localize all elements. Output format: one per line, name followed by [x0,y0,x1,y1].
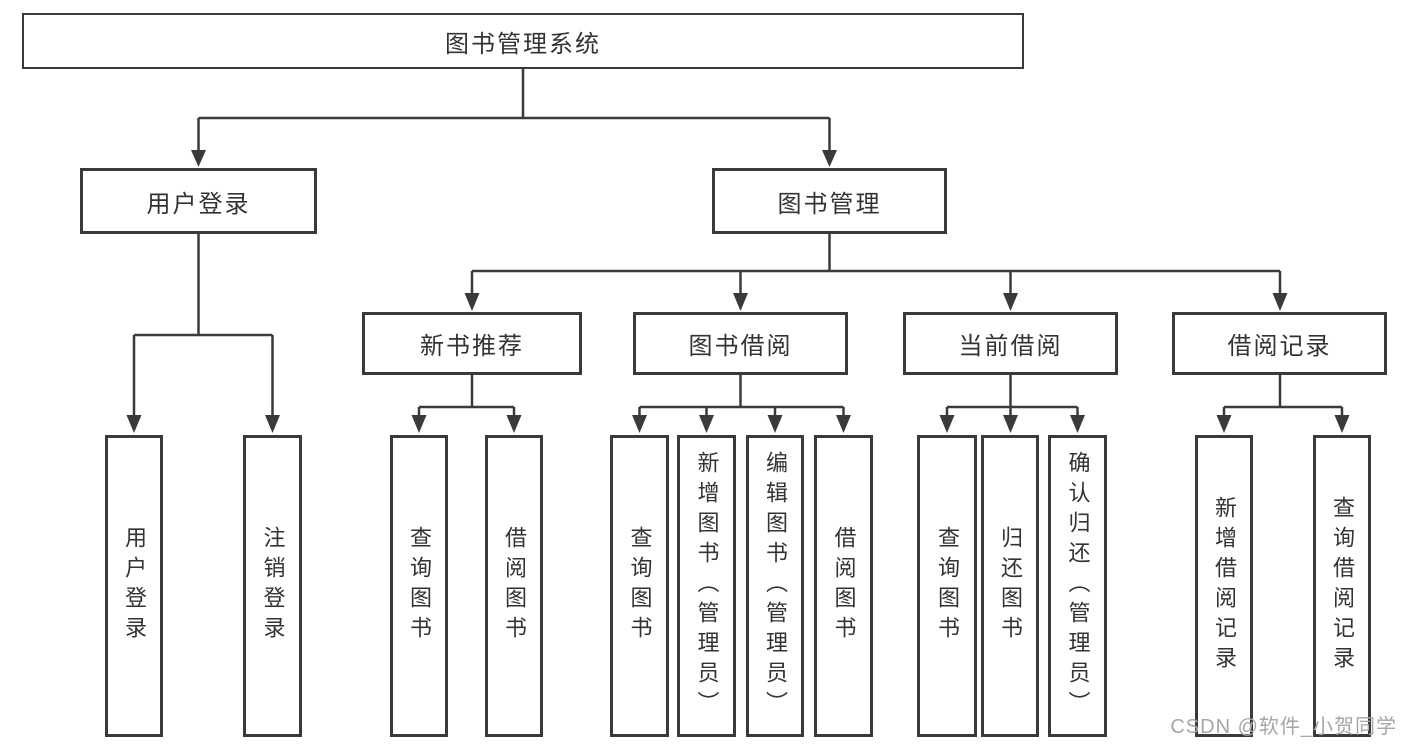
arrow-down-icon [836,415,851,433]
leaf-query-borrow-record: 查询借阅记录 [1313,435,1371,737]
arrow-down-icon [191,150,206,167]
leaf-borrow-books-recommend: 借阅图书 [485,435,543,737]
leaf-logout: 注销登录 [243,435,302,737]
leaf-edit-book-admin: 编辑图书（管理员） [746,435,804,737]
arrow-down-icon [767,415,783,433]
node-user-login-branch: 用户登录 [80,168,317,234]
leaf-add-book-admin: 新增图书（管理员） [677,435,736,737]
leaf-label: 新增借阅记录 [1212,496,1237,676]
leaf-label: 查询图书 [935,526,960,646]
arrow-down-icon [506,415,522,433]
node-current-borrowing: 当前借阅 [903,312,1118,375]
leaf-add-borrow-record: 新增借阅记录 [1195,435,1253,737]
arrow-down-icon [699,415,714,433]
leaf-query-books-borrowing: 查询图书 [610,435,669,737]
node-borrowing-records: 借阅记录 [1172,312,1387,375]
arrow-down-icon [265,415,280,433]
leaf-label: 借阅图书 [502,526,527,646]
leaf-label: 归还图书 [998,526,1023,646]
arrow-down-icon [464,293,480,311]
arrow-down-icon [1003,293,1018,311]
connector-root [197,69,831,152]
leaf-label: 编辑图书（管理员） [763,451,788,721]
arrow-down-icon [632,415,647,433]
leaf-query-books-recommend: 查询图书 [390,435,448,737]
leaf-borrow-books-borrowing: 借阅图书 [814,435,873,737]
connector-book-management [470,234,1282,295]
arrow-down-icon [1334,415,1350,433]
connector-arrowheads [126,150,1350,433]
connector-user-login [132,234,274,417]
leaf-label: 确认归还（管理员） [1065,451,1091,721]
watermark: CSDN @软件_小贺同学 [1170,716,1397,738]
leaf-label: 查询借阅记录 [1330,496,1355,676]
arrow-down-icon [939,415,955,433]
node-book-management-branch: 图书管理 [712,168,947,234]
leaf-label: 查询图书 [627,526,653,646]
leaf-return-books: 归还图书 [981,435,1039,737]
arrow-down-icon [411,415,427,433]
leaf-query-books-current: 查询图书 [917,435,977,737]
connector-book-borrowing [638,375,845,417]
node-new-book-recommend: 新书推荐 [362,312,582,375]
leaf-confirm-return-admin: 确认归还（管理员） [1048,435,1107,737]
arrow-down-icon [126,415,142,433]
node-book-borrowing: 图书借阅 [633,312,848,375]
leaf-user-login: 用户登录 [105,435,163,737]
arrow-down-icon [1216,415,1232,433]
leaf-label: 新增图书（管理员） [694,451,720,721]
arrow-down-icon [1272,293,1288,311]
arrow-down-icon [733,293,748,311]
leaf-label: 查询图书 [407,526,432,646]
node-library-management-system: 图书管理系统 [22,13,1024,69]
leaf-label: 用户登录 [122,526,147,646]
connector-borrowing-records [1222,375,1344,417]
arrow-down-icon [1070,415,1085,433]
leaf-label: 注销登录 [260,526,286,646]
leaf-label: 借阅图书 [831,526,857,646]
arrow-down-icon [1003,415,1018,433]
connector-new-book-recommend [417,375,516,417]
arrow-down-icon [822,150,837,167]
connector-current-borrowing [945,375,1079,417]
